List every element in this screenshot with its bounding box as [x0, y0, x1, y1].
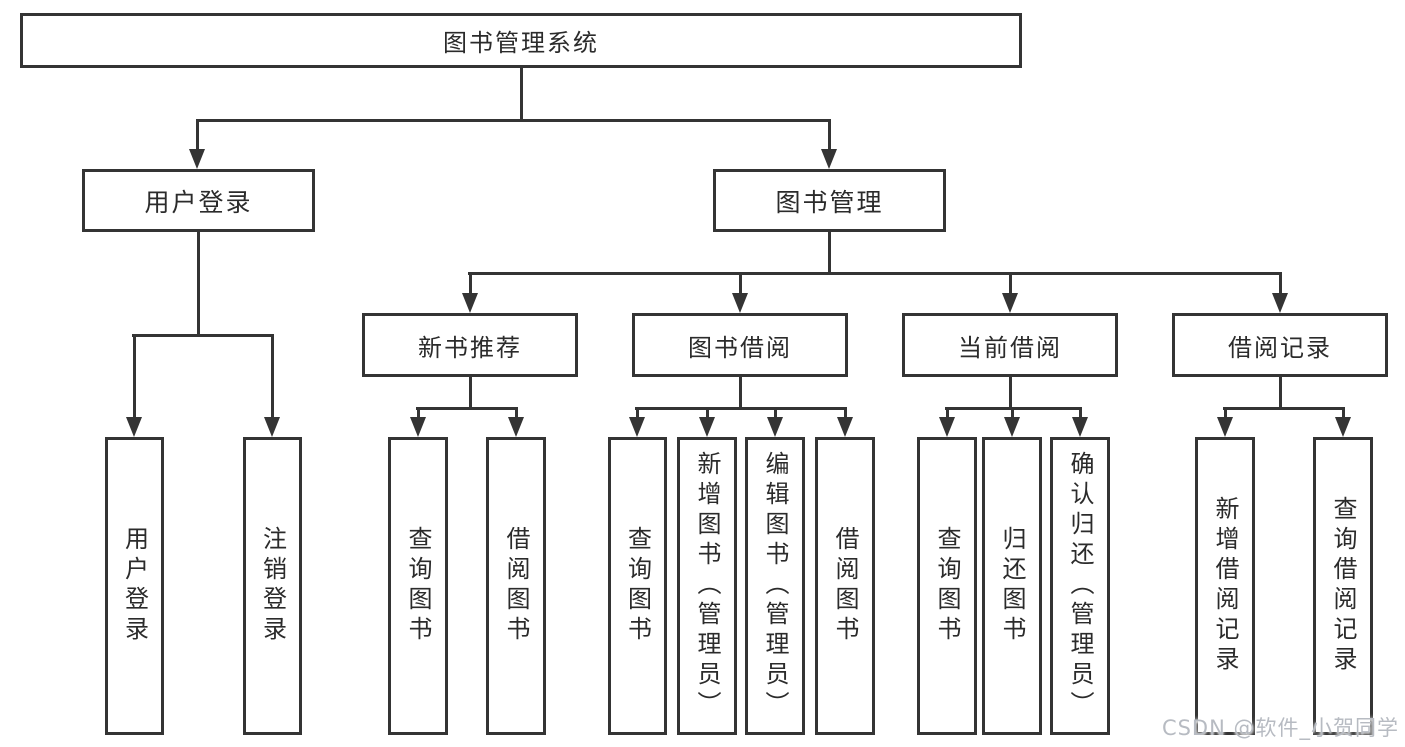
connector-arrow-shaft: [705, 407, 709, 417]
leaf-current-return: 归还图书: [982, 437, 1042, 735]
arrow-down-icon: [462, 293, 478, 313]
node-user-login: 用户登录: [82, 169, 315, 232]
connector-line: [635, 406, 846, 410]
connector-arrow-shaft: [827, 119, 831, 149]
connector-line: [1223, 406, 1344, 410]
connector-arrow-shaft: [1223, 407, 1227, 417]
arrow-down-icon: [821, 149, 837, 169]
arrow-down-icon: [1272, 293, 1288, 313]
node-book-borrow: 图书借阅: [632, 313, 848, 377]
connector-arrow-shaft: [1341, 407, 1345, 417]
leaf-borrow-borrow: 借阅图书: [815, 437, 875, 735]
connector-line: [132, 333, 273, 337]
connector-line: [1278, 377, 1282, 409]
leaf-current-confirm: 确认归还（管理员）: [1050, 437, 1110, 735]
arrow-down-icon: [508, 417, 524, 437]
connector-arrow-shaft: [945, 407, 949, 417]
leaf-newbook-borrow: 借阅图书: [486, 437, 546, 735]
connector-arrow-shaft: [1008, 272, 1012, 293]
connector-arrow-shaft: [132, 334, 136, 417]
connector-arrow-shaft: [635, 407, 639, 417]
connector-arrow-shaft: [1078, 407, 1082, 417]
arrow-down-icon: [1002, 293, 1018, 313]
connector-line: [738, 377, 742, 409]
arrow-down-icon: [629, 417, 645, 437]
arrow-down-icon: [126, 417, 142, 437]
arrow-down-icon: [1217, 417, 1233, 437]
connector-line: [827, 232, 831, 275]
arrow-down-icon: [410, 417, 426, 437]
leaf-borrow-add: 新增图书（管理员）: [677, 437, 737, 735]
connector-line: [196, 118, 831, 122]
connector-arrow-shaft: [843, 407, 847, 417]
connector-arrow-shaft: [1010, 407, 1014, 417]
leaf-borrow-edit: 编辑图书（管理员）: [745, 437, 805, 735]
connector-line: [196, 232, 200, 336]
arrow-down-icon: [264, 417, 280, 437]
watermark: CSDN @软件_小贺同学: [1161, 716, 1399, 740]
arrow-down-icon: [837, 417, 853, 437]
connector-arrow-shaft: [468, 272, 472, 293]
node-root: 图书管理系统: [20, 13, 1022, 68]
arrow-down-icon: [189, 149, 205, 169]
node-book-mgmt: 图书管理: [713, 169, 946, 232]
connector-arrow-shaft: [1278, 272, 1282, 293]
arrow-down-icon: [1004, 417, 1020, 437]
connector-arrow-shaft: [773, 407, 777, 417]
leaf-borrow-query: 查询图书: [608, 437, 667, 735]
connector-arrow-shaft: [270, 334, 274, 417]
connector-line: [1008, 377, 1012, 409]
leaf-logout: 注销登录: [243, 437, 302, 735]
arrow-down-icon: [732, 293, 748, 313]
node-borrow-records: 借阅记录: [1172, 313, 1388, 377]
arrow-down-icon: [1335, 417, 1351, 437]
leaf-newbook-query: 查询图书: [388, 437, 448, 735]
connector-arrow-shaft: [195, 119, 199, 149]
leaf-records-query: 查询借阅记录: [1313, 437, 1373, 735]
leaf-records-add: 新增借阅记录: [1195, 437, 1255, 735]
connector-arrow-shaft: [514, 407, 518, 417]
arrow-down-icon: [699, 417, 715, 437]
arrow-down-icon: [767, 417, 783, 437]
arrow-down-icon: [939, 417, 955, 437]
node-current-borrow: 当前借阅: [902, 313, 1118, 377]
connector-line: [468, 271, 1282, 275]
connector-line: [519, 68, 523, 120]
leaf-current-query: 查询图书: [917, 437, 977, 735]
node-new-book-rec: 新书推荐: [362, 313, 578, 377]
connector-line: [416, 406, 517, 410]
leaf-user-login: 用户登录: [105, 437, 164, 735]
arrow-down-icon: [1072, 417, 1088, 437]
connector-arrow-shaft: [416, 407, 420, 417]
connector-line: [468, 377, 472, 409]
connector-arrow-shaft: [738, 272, 742, 293]
